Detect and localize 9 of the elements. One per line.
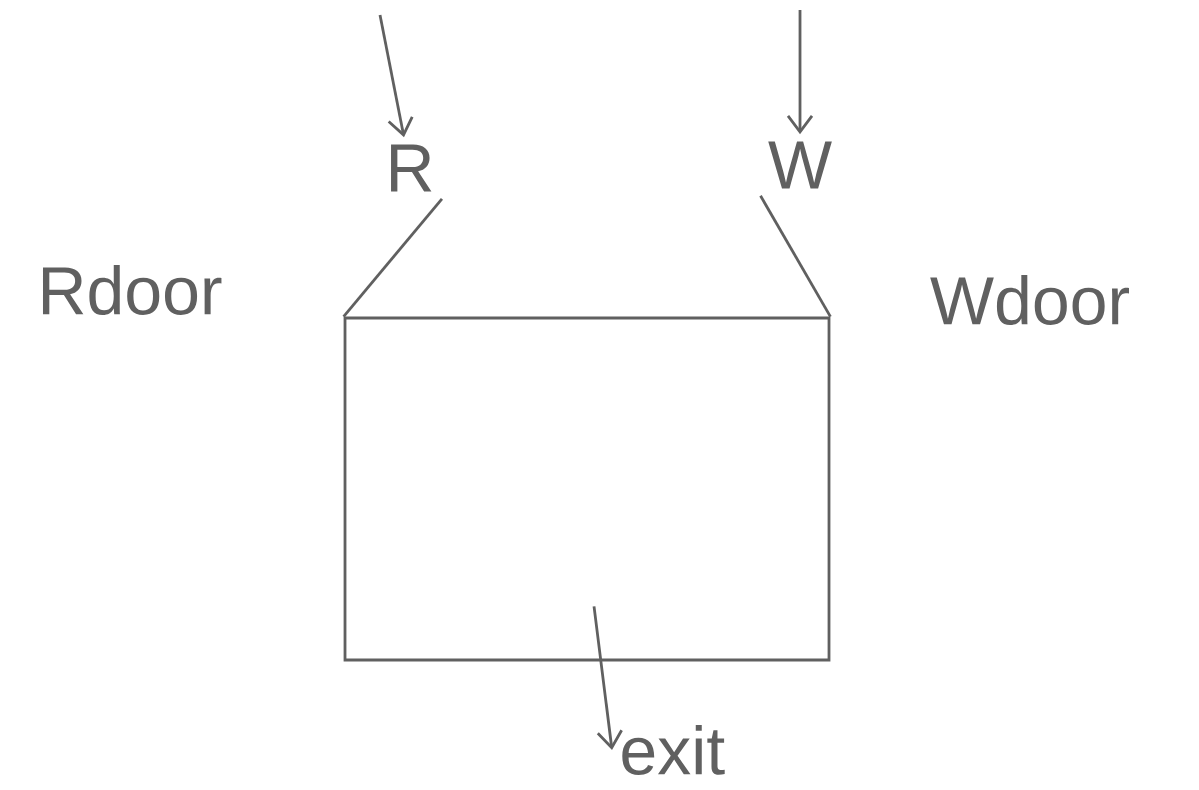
text-label: exit bbox=[622, 725, 725, 775]
text-label: W bbox=[768, 141, 832, 189]
text-label: Wdoor bbox=[930, 275, 1129, 325]
arrow bbox=[592, 606, 623, 750]
arrow bbox=[378, 14, 414, 138]
arrow bbox=[786, 10, 814, 135]
text-label: Rdoor bbox=[43, 265, 222, 315]
rectangle-box bbox=[343, 316, 831, 662]
text-label: R bbox=[391, 144, 432, 192]
